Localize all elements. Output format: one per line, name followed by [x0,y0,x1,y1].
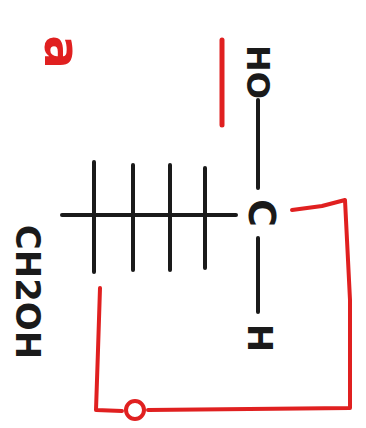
red-letter: a [37,35,87,69]
red-loop [96,200,350,411]
chain-tick [92,162,96,272]
atom-label: C [243,199,281,227]
red-circle [126,401,144,419]
chain-tick [203,168,207,268]
bond-down [256,238,260,312]
chain-tick [131,165,135,270]
red-stroke [220,40,225,125]
bond-up [256,100,260,188]
group-label: HO [242,45,274,99]
chain-line [62,213,236,217]
group-label: CH2OH [11,225,45,359]
chain-tick [168,165,172,270]
atom-label: H [243,324,277,352]
